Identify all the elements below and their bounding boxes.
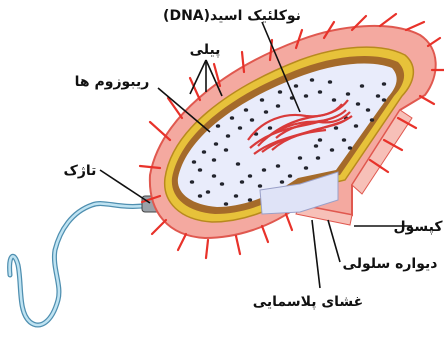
- pilus: [406, 22, 424, 30]
- ribosome-dot: [316, 156, 320, 160]
- ribosome-dot: [288, 174, 292, 178]
- ribosome-dot: [346, 92, 350, 96]
- pilus: [178, 234, 186, 250]
- ribosome-dot: [240, 180, 244, 184]
- ribosome-dot: [382, 98, 386, 102]
- ribosome-dot: [250, 118, 254, 122]
- ribosome-dot: [280, 180, 284, 184]
- ribosome-dot: [238, 126, 242, 130]
- ribosome-dot: [276, 164, 280, 168]
- ribosome-dot: [198, 168, 202, 172]
- ribosome-dot: [342, 138, 346, 142]
- ribosome-dot: [216, 124, 220, 128]
- ribosome-dot: [294, 84, 298, 88]
- ribosome-dot: [314, 144, 318, 148]
- ribosome-dot: [230, 116, 234, 120]
- pilus: [236, 236, 240, 254]
- ribosome-dot: [264, 110, 268, 114]
- pilus: [152, 220, 166, 234]
- ribosome-dot: [198, 194, 202, 198]
- pilus: [286, 214, 292, 230]
- ribosome-dot: [360, 84, 364, 88]
- ribosome-dot: [234, 194, 238, 198]
- ribosome-dot: [212, 158, 216, 162]
- ribosome-dot: [192, 160, 196, 164]
- ribosome-dot: [354, 124, 358, 128]
- ribosome-dot: [248, 174, 252, 178]
- ribosome-dot: [212, 174, 216, 178]
- ribosome-dot: [258, 184, 262, 188]
- label-flagellum: تاژک: [64, 163, 97, 179]
- ribosome-dot: [236, 162, 240, 166]
- ribosome-dot: [262, 168, 266, 172]
- ribosome-dot: [224, 202, 228, 206]
- ribosome-dot: [278, 90, 282, 94]
- pilus: [150, 122, 170, 140]
- ribosome-dot: [330, 148, 334, 152]
- pilus: [262, 226, 268, 242]
- ribosome-dot: [304, 166, 308, 170]
- ribosome-dot: [376, 94, 380, 98]
- label-pili: پیلی: [190, 42, 221, 58]
- label-capsule: کپسول: [393, 219, 443, 235]
- ribosome-dot: [298, 156, 302, 160]
- ribosome-dot: [318, 138, 322, 142]
- ribosome-dot: [214, 142, 218, 146]
- ribosome-dot: [248, 198, 252, 202]
- ribosome-dot: [206, 190, 210, 194]
- pilus: [206, 240, 208, 258]
- ribosome-dot: [268, 126, 272, 130]
- ribosome-dot: [328, 80, 332, 84]
- ribosome-dot: [190, 180, 194, 184]
- pilus: [428, 38, 440, 46]
- label-ribosomes: ریبوزوم ها: [75, 74, 150, 90]
- pilus: [380, 14, 396, 26]
- ribosome-dot: [356, 102, 360, 106]
- ribosome-dot: [332, 98, 336, 102]
- flagellum: [10, 196, 164, 325]
- pilus: [168, 98, 182, 118]
- ribosome-dot: [318, 90, 322, 94]
- ribosome-dot: [276, 104, 280, 108]
- ribosome-dot: [334, 126, 338, 130]
- ribosome-dot: [310, 78, 314, 82]
- ribosome-dot: [382, 82, 386, 86]
- label-cell-wall: دیواره سلولی: [343, 256, 438, 272]
- ribosome-dot: [370, 118, 374, 122]
- ribosome-dot: [260, 98, 264, 102]
- ribosome-dot: [224, 148, 228, 152]
- ribosome-dot: [366, 108, 370, 112]
- label-plasma-membrane: غشای پلاسمایی: [253, 294, 364, 310]
- label-nucleoid: نوکلئیک اسید(DNA): [163, 8, 301, 24]
- ribosome-dot: [304, 94, 308, 98]
- ribosome-dot: [202, 150, 206, 154]
- ribosome-dot: [226, 134, 230, 138]
- ribosome-dot: [348, 146, 352, 150]
- ribosome-dot: [244, 108, 248, 112]
- ribosome-dot: [220, 182, 224, 186]
- pilus: [420, 96, 434, 104]
